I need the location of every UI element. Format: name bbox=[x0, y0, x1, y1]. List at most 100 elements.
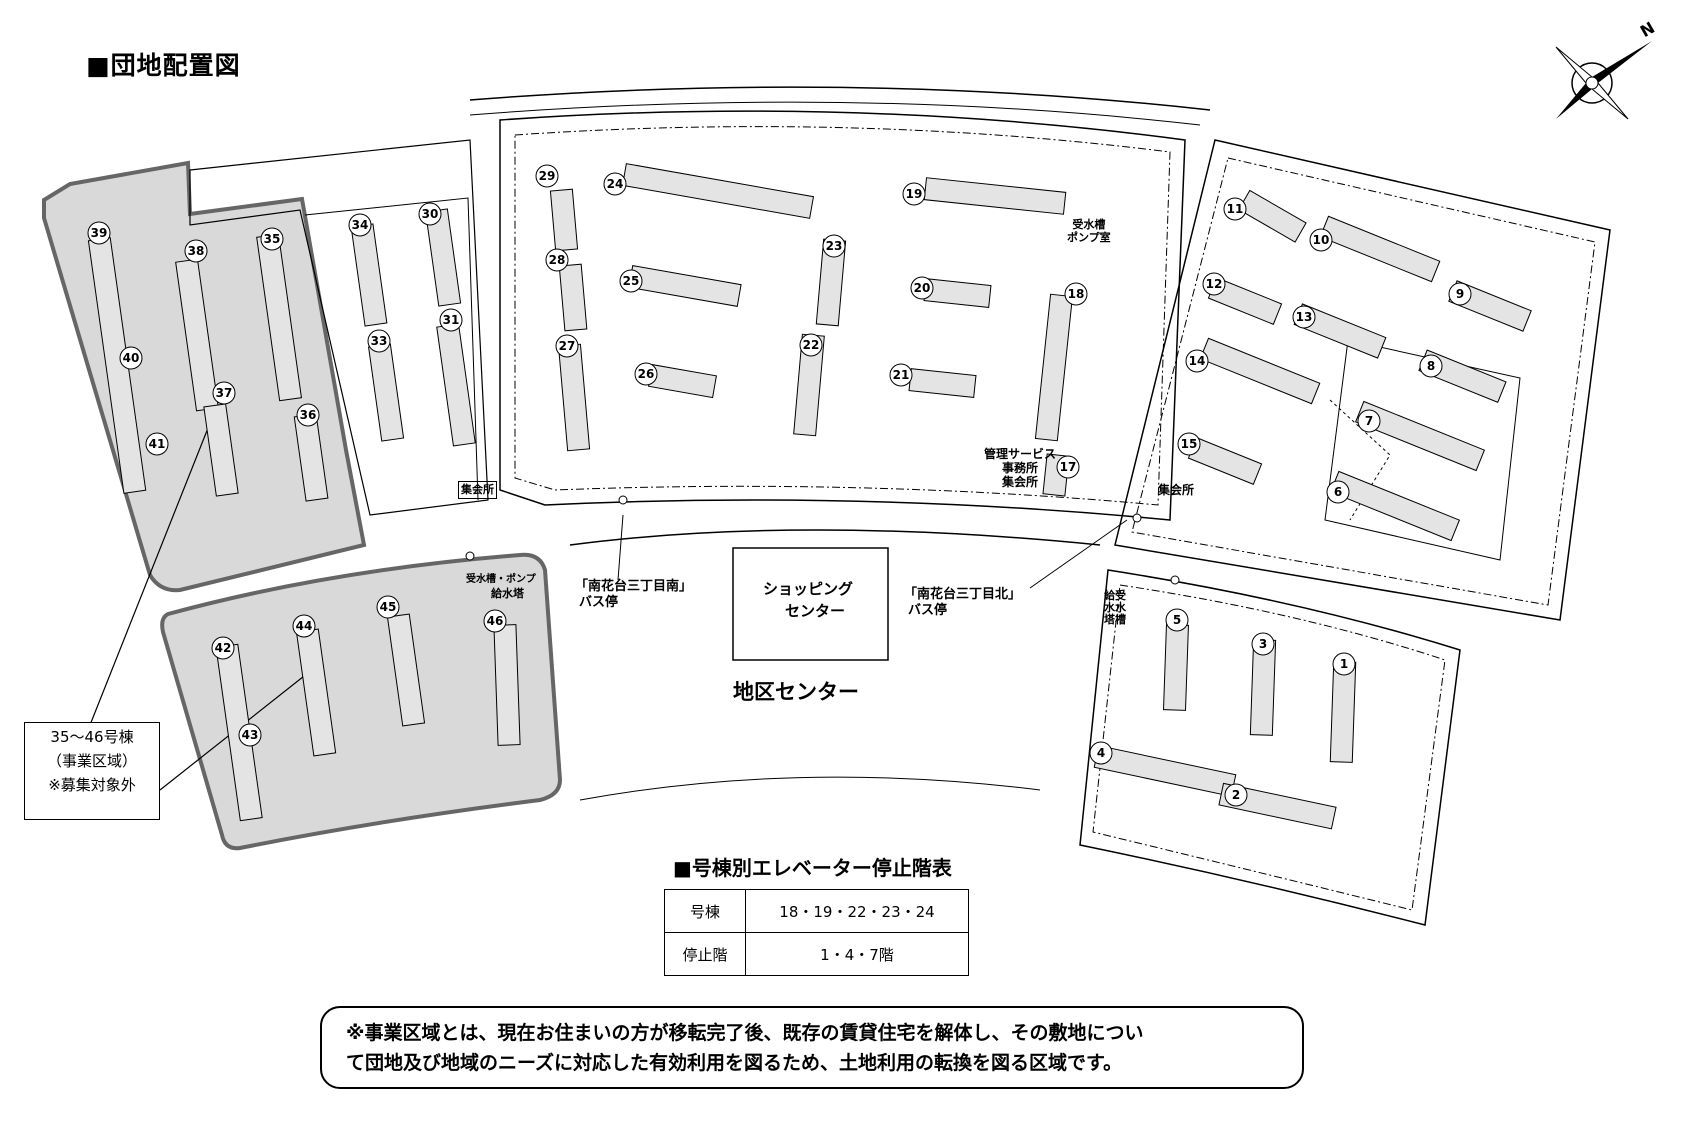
svg-text:43: 43 bbox=[242, 728, 259, 742]
business-area-note: ※事業区域とは、現在お住まいの方が移転完了後、既存の賃貸住宅を解体し、その敷地に… bbox=[320, 1006, 1304, 1089]
building-5: 5 bbox=[1165, 608, 1189, 632]
page-title: ■団地配置図 bbox=[86, 51, 241, 80]
svg-text:22: 22 bbox=[803, 338, 820, 352]
svg-text:23: 23 bbox=[826, 239, 843, 253]
svg-text:37: 37 bbox=[216, 386, 233, 400]
svg-text:38: 38 bbox=[188, 244, 205, 258]
table-header-cell: 停止階 bbox=[664, 932, 746, 976]
water-tower-se-label: 給受 水水 塔槽 bbox=[1104, 589, 1126, 626]
svg-text:15: 15 bbox=[1181, 437, 1198, 451]
building-29: 29 bbox=[535, 164, 559, 188]
business-area-south bbox=[160, 552, 563, 851]
building-9: 9 bbox=[1448, 282, 1472, 306]
svg-text:35: 35 bbox=[264, 232, 281, 246]
building-19: 19 bbox=[902, 182, 926, 206]
meeting-hall-label: 集会所 bbox=[458, 481, 497, 499]
svg-text:5: 5 bbox=[1173, 613, 1181, 627]
svg-text:40: 40 bbox=[123, 351, 140, 365]
meeting-hall-east-label: 集会所 bbox=[1158, 483, 1195, 497]
svg-text:9: 9 bbox=[1456, 287, 1464, 301]
svg-text:7: 7 bbox=[1365, 414, 1373, 428]
building-1: 1 bbox=[1332, 652, 1356, 676]
svg-text:41: 41 bbox=[149, 437, 166, 451]
building-22: 22 bbox=[799, 333, 823, 357]
elevator-table-title: ■号棟別エレベーター停止階表 bbox=[673, 856, 952, 880]
note-line2: て団地及び地域のニーズに対応した有効利用を図るため、土地利用の転換を図る区域です… bbox=[346, 1052, 1123, 1074]
building-28: 28 bbox=[545, 248, 569, 272]
water-tank-pump-room-label: 受水槽 ポンプ室 bbox=[1067, 218, 1111, 244]
svg-text:34: 34 bbox=[352, 218, 369, 232]
compass-icon bbox=[1555, 41, 1652, 120]
building-36: 36 bbox=[296, 403, 320, 427]
building-33: 33 bbox=[367, 329, 391, 353]
building-31: 31 bbox=[439, 308, 463, 332]
building-12: 12 bbox=[1202, 272, 1226, 296]
building-25: 25 bbox=[619, 269, 643, 293]
svg-text:3: 3 bbox=[1259, 637, 1267, 651]
building-6: 6 bbox=[1326, 480, 1350, 504]
building-38: 38 bbox=[184, 239, 208, 263]
table-value-cell: 1・4・7階 bbox=[745, 932, 969, 976]
svg-text:18: 18 bbox=[1068, 287, 1085, 301]
business-area-callout: 35～46号棟 （事業区域） ※募集対象外 bbox=[24, 722, 160, 820]
svg-text:14: 14 bbox=[1189, 354, 1206, 368]
svg-text:2: 2 bbox=[1232, 788, 1240, 802]
district-center-label: 地区センター bbox=[733, 680, 859, 704]
svg-text:6: 6 bbox=[1334, 485, 1342, 499]
bus-stop-north-label: 「南花台三丁目北」 バス停 bbox=[904, 587, 1022, 618]
building-39: 39 bbox=[87, 221, 111, 245]
svg-text:44: 44 bbox=[296, 619, 313, 633]
building-7: 7 bbox=[1357, 409, 1381, 433]
building-4: 4 bbox=[1089, 741, 1113, 765]
table-row: 停止階 1・4・7階 bbox=[664, 932, 969, 976]
svg-text:45: 45 bbox=[380, 600, 397, 614]
building-34: 34 bbox=[348, 213, 372, 237]
svg-text:11: 11 bbox=[1227, 202, 1244, 216]
building-35: 35 bbox=[260, 227, 284, 251]
svg-text:4: 4 bbox=[1097, 746, 1105, 760]
bus-stop-south-label: 「南花台三丁目南」 バス停 bbox=[575, 579, 693, 610]
shopping-center-box bbox=[732, 547, 889, 661]
svg-text:25: 25 bbox=[623, 274, 640, 288]
building-46: 46 bbox=[483, 609, 507, 633]
svg-text:33: 33 bbox=[371, 334, 388, 348]
water-tower-label: 給水塔 bbox=[491, 587, 524, 600]
svg-text:39: 39 bbox=[91, 226, 108, 240]
svg-text:17: 17 bbox=[1060, 460, 1077, 474]
building-27: 27 bbox=[555, 334, 579, 358]
svg-text:13: 13 bbox=[1296, 310, 1313, 324]
water-tank-pump-sw-label: 受水槽・ポンプ bbox=[466, 574, 536, 585]
building-11: 11 bbox=[1223, 197, 1247, 221]
building-30: 30 bbox=[418, 202, 442, 226]
svg-text:42: 42 bbox=[215, 641, 232, 655]
svg-text:1: 1 bbox=[1340, 657, 1348, 671]
building-23: 23 bbox=[822, 234, 846, 258]
building-26: 26 bbox=[634, 362, 658, 386]
svg-text:19: 19 bbox=[906, 187, 923, 201]
callout-line2: （事業区域） bbox=[46, 752, 137, 770]
building-18: 18 bbox=[1064, 282, 1088, 306]
elevator-table: 号棟 18・19・22・23・24 停止階 1・4・7階 bbox=[664, 889, 969, 976]
building-42: 42 bbox=[211, 636, 235, 660]
svg-text:28: 28 bbox=[549, 253, 566, 267]
building-17: 17 bbox=[1056, 455, 1080, 479]
outer-road bbox=[469, 86, 1211, 111]
building-13: 13 bbox=[1292, 305, 1316, 329]
building-24: 24 bbox=[603, 172, 627, 196]
table-row: 号棟 18・19・22・23・24 bbox=[664, 889, 969, 933]
svg-text:36: 36 bbox=[300, 408, 317, 422]
svg-text:12: 12 bbox=[1206, 277, 1223, 291]
building-44: 44 bbox=[292, 614, 316, 638]
building-41: 41 bbox=[145, 432, 169, 456]
svg-text:46: 46 bbox=[487, 614, 504, 628]
building-21: 21 bbox=[889, 363, 913, 387]
callout-line3: ※募集対象外 bbox=[48, 776, 136, 794]
svg-text:30: 30 bbox=[422, 207, 439, 221]
svg-text:10: 10 bbox=[1313, 233, 1330, 247]
callout-line1: 35～46号棟 bbox=[50, 728, 134, 746]
building-2: 2 bbox=[1224, 783, 1248, 807]
svg-text:29: 29 bbox=[539, 169, 556, 183]
table-value-cell: 18・19・22・23・24 bbox=[745, 889, 969, 933]
shopping-center-label: ショッピング センター bbox=[763, 580, 854, 620]
